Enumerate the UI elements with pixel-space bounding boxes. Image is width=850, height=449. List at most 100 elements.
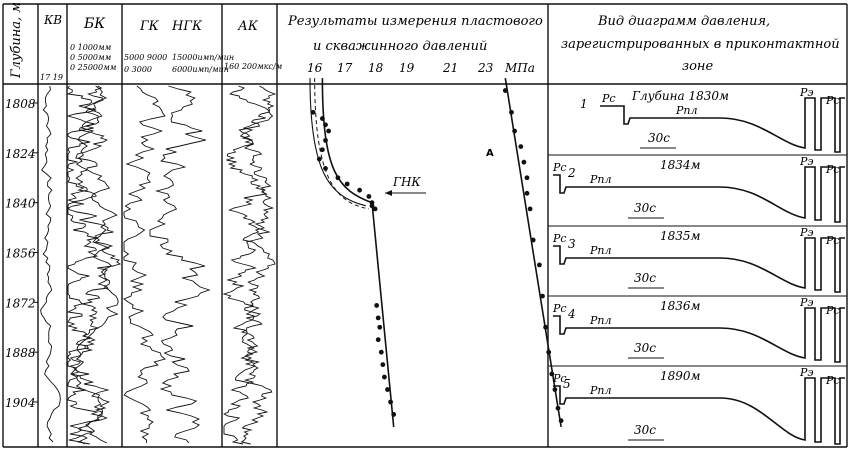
- diagram-depth: Глубина 1830м: [631, 89, 729, 103]
- pressure-point-right: [527, 206, 533, 212]
- diagram-ppl-label: Pпл: [675, 104, 698, 117]
- depth-tick-label: 1856: [5, 247, 36, 261]
- pressure-point-left: [378, 349, 384, 355]
- kv-header: КВ: [43, 13, 62, 27]
- gk-scale-1: 5000 9000: [124, 53, 167, 62]
- pressure-point-left: [375, 337, 381, 343]
- pressure-point-left: [357, 187, 362, 193]
- bk-header: БК: [83, 16, 106, 32]
- gk-log-trace: [123, 85, 166, 444]
- pressure-point-left: [323, 166, 328, 171]
- diagram-depth: 1836м: [660, 299, 701, 313]
- diagram-ppl-label: Pпл: [589, 244, 612, 257]
- pressure-point-left: [385, 387, 390, 392]
- pressure-point-left: [344, 181, 350, 187]
- pressure-plot: [309, 77, 564, 428]
- diagram-number: 3: [568, 237, 576, 251]
- pressure-point-right: [521, 159, 527, 165]
- diagram-number: 1: [580, 97, 588, 111]
- diagram-time-label: 30с: [634, 271, 656, 285]
- pressure-tick-16: 16: [307, 61, 323, 75]
- well-logs: [40, 85, 277, 445]
- ngk-scale-1: 15000имп/мин: [172, 53, 234, 62]
- ak-log-trace-1: [222, 85, 271, 445]
- diagram-number: 5: [563, 377, 571, 391]
- pressure-point-left: [375, 315, 381, 321]
- bk-log-trace-3: [70, 85, 119, 444]
- pressure-tick-23: 23: [477, 61, 494, 75]
- diagram-pc-label: Pc: [552, 302, 567, 315]
- depth-column-title: Глубина, м: [9, 2, 24, 79]
- gk-scale-2: 0 3000: [124, 65, 152, 74]
- diagrams-title-line3: зоне: [682, 59, 713, 74]
- pressure-point-left: [326, 128, 331, 134]
- results-title-line1: Результаты измерения пластового: [287, 14, 543, 29]
- pressure-trend-dashed: [314, 78, 369, 210]
- ak-log-trace-2: [232, 85, 277, 445]
- diagram-pc2-label: Pc: [825, 94, 840, 107]
- diagram-pe-label: Pэ: [799, 226, 814, 239]
- diagram-ppl-label: Pпл: [589, 314, 612, 327]
- marker-a: А: [486, 148, 494, 159]
- pressure-point-left: [380, 362, 386, 368]
- gnk-label: ГНК: [392, 175, 421, 189]
- pressure-point-left: [377, 324, 383, 330]
- results-title-line2: и скважинного давлений: [313, 39, 487, 54]
- diagram-pe-label: Pэ: [799, 366, 814, 379]
- diagram-time-label: 30с: [634, 423, 656, 437]
- diagrams-title-line1: Вид диаграмм давления,: [597, 14, 770, 29]
- pressure-point-right: [537, 262, 542, 268]
- ak-scale: 160 200мкс/м: [224, 62, 283, 71]
- pressure-curve: [600, 97, 845, 153]
- bk-scale-2: 0 5000мм: [70, 53, 112, 62]
- bk-log-trace-2: [66, 85, 114, 445]
- pressure-unit: МПа: [504, 61, 535, 75]
- diagram-pe-label: Pэ: [799, 86, 814, 99]
- depth-tick-label: 1808: [5, 97, 36, 111]
- diagram-pc2-label: Pc: [825, 234, 840, 247]
- diagram-ppl-label: Pпл: [589, 173, 612, 186]
- pressure-point-right: [540, 293, 545, 299]
- pressure-curve: [553, 166, 845, 223]
- pressure-point-left: [320, 147, 325, 153]
- depth-tick-label: 1888: [5, 346, 36, 360]
- diagram-number: 4: [567, 307, 576, 321]
- pressure-point-right: [524, 175, 530, 181]
- pressure-curve: [553, 307, 845, 363]
- diagram-pc2-label: Pc: [825, 374, 840, 387]
- depth-tick-label: 1824: [5, 147, 36, 161]
- diagrams-title-line2: зарегистрированных в приконтактной: [561, 37, 840, 52]
- bk-log-trace-1: [66, 85, 122, 445]
- diagram-pc-label: Pc: [552, 232, 567, 245]
- diagram-pc-label: Pc: [601, 92, 616, 105]
- pressure-curve: [553, 237, 845, 293]
- diagram-pc-label: Pc: [552, 161, 567, 174]
- diagram-depth: 1835м: [660, 229, 701, 243]
- pressure-trend-right: [504, 77, 562, 428]
- pressure-tick-18: 18: [368, 61, 384, 75]
- depth-tick-label: 1840: [5, 197, 36, 211]
- ngk-header: НГК: [171, 19, 203, 34]
- diagram-pc2-label: Pc: [825, 163, 840, 176]
- kv-log-trace: [40, 85, 61, 443]
- bk-scale-3: 0 25000мм: [70, 63, 117, 72]
- pressure-tick-17: 17: [337, 61, 353, 75]
- diagram-pc-label: Pc: [552, 372, 567, 385]
- depth-tick-label: 1904: [5, 396, 36, 410]
- pressure-point-left: [366, 194, 372, 199]
- ngk-scale-2: 6000имп/мин: [172, 65, 229, 74]
- pressure-trend-outer: [309, 78, 366, 207]
- ngk-log-trace: [149, 85, 211, 444]
- pressure-curve: [553, 377, 845, 445]
- diagram-ppl-label: Pпл: [589, 384, 612, 397]
- pressure-point-right: [518, 144, 524, 150]
- diagram-time-label: 30с: [634, 201, 656, 215]
